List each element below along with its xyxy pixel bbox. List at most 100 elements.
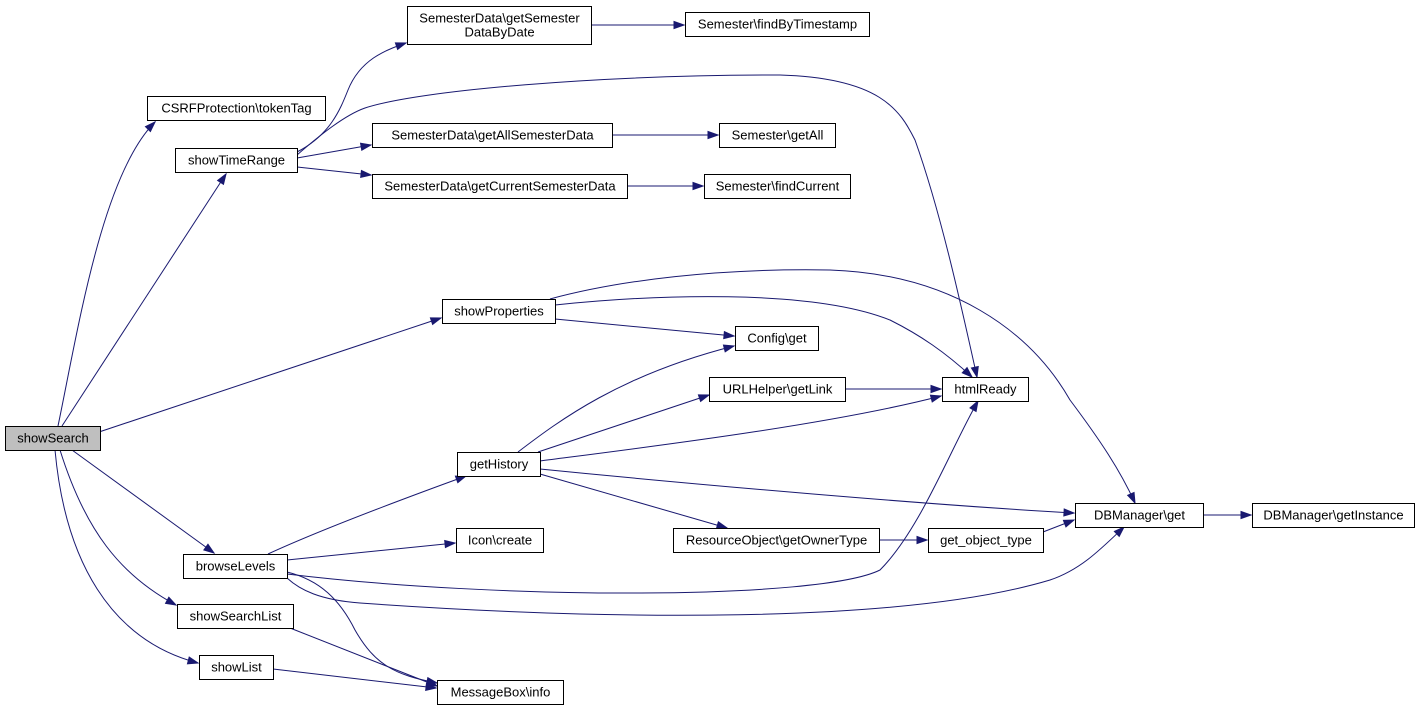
arrowhead <box>216 172 227 186</box>
node-semGetAllSemesterData[interactable]: SemesterData\getAllSemesterData <box>372 123 613 148</box>
edge-browseLevels-to-dbManagerGet <box>286 525 1126 616</box>
edge-showProperties-to-dbManagerGet <box>549 269 1136 505</box>
node-box <box>407 6 592 45</box>
edge-semGetCurrentSemesterData-to-semesterFindCurrent <box>627 181 705 191</box>
edge-showSearch-to-showSearchList <box>59 449 178 606</box>
node-label: showTimeRange <box>188 153 285 168</box>
node-label: ResourceObject\getOwnerType <box>686 533 867 548</box>
edge-showSearch-to-csrfTokenTag <box>57 120 157 427</box>
edge-showProperties-to-configGet <box>554 318 736 340</box>
node-messageBoxInfo[interactable]: MessageBox\info <box>437 680 564 705</box>
edge-browseLevels-to-htmlReady <box>286 399 979 594</box>
edge-dbManagerGet-to-dbManagerGetInstance <box>1203 510 1253 520</box>
edge-line <box>549 269 1136 504</box>
node-getObjectType[interactable]: get_object_type <box>928 528 1044 553</box>
node-dbManagerGetInstance[interactable]: DBManager\getInstance <box>1252 503 1415 528</box>
edge-line <box>286 542 456 561</box>
edge-line <box>98 317 442 433</box>
arrowhead <box>697 394 711 403</box>
arrowhead <box>359 142 373 151</box>
node-semesterGetAll[interactable]: Semester\getAll <box>719 123 836 148</box>
edge-showSearchList-to-messageBoxInfo <box>289 627 439 687</box>
node-box <box>709 377 846 402</box>
edge-line <box>539 468 1075 514</box>
node-box <box>735 326 819 351</box>
node-label: htmlReady <box>954 382 1017 397</box>
edge-getHistory-to-dbManagerGet <box>539 468 1076 517</box>
node-box <box>372 123 613 148</box>
arrowhead <box>186 656 200 665</box>
arrowhead <box>1113 525 1126 538</box>
node-box <box>147 96 326 121</box>
edge-line <box>554 296 973 378</box>
node-box <box>437 680 564 705</box>
edge-line <box>296 74 978 378</box>
node-label: get_object_type <box>940 533 1032 548</box>
node-label: Semester\findCurrent <box>716 179 840 194</box>
arrowhead <box>454 475 468 484</box>
node-csrfTokenTag[interactable]: CSRFProtection\tokenTag <box>147 96 326 121</box>
node-label: DBManager\getInstance <box>1263 508 1403 523</box>
edge-browseLevels-to-getHistory <box>267 475 468 555</box>
node-showTimeRange[interactable]: showTimeRange <box>175 148 298 173</box>
node-browseLevels[interactable]: browseLevels <box>183 554 288 579</box>
edge-browseLevels-to-iconCreate <box>286 539 457 561</box>
edge-line <box>57 121 156 427</box>
node-label: Config\get <box>747 331 807 346</box>
node-showSearchList[interactable]: showSearchList <box>177 604 294 629</box>
node-htmlReady[interactable]: htmlReady <box>942 377 1029 402</box>
edge-line <box>517 345 735 453</box>
node-box <box>177 604 294 629</box>
node-showSearch[interactable]: showSearch <box>5 426 101 451</box>
arrowhead <box>144 120 157 133</box>
edge-resourceObjectGetOwnerType-to-getObjectType <box>879 535 929 545</box>
edge-line <box>59 449 177 606</box>
node-box <box>1252 503 1415 528</box>
node-showProperties[interactable]: showProperties <box>442 299 556 324</box>
edge-semGetAllSemesterData-to-semesterGetAll <box>612 130 720 140</box>
node-urlHelperGetLink[interactable]: URLHelper\getLink <box>709 377 846 402</box>
node-label: DBManager\get <box>1094 508 1185 523</box>
node-label: SemesterData\getAllSemesterData <box>391 128 594 143</box>
node-configGet[interactable]: Config\get <box>735 326 819 351</box>
arrowhead <box>722 344 736 353</box>
arrowhead <box>692 181 705 191</box>
edge-showTimeRange-to-semGetAllSemesterData <box>296 142 373 159</box>
node-label: MessageBox\info <box>451 685 551 700</box>
node-box <box>1075 503 1204 528</box>
node-semFindByTimestamp[interactable]: Semester\findByTimestamp <box>685 12 870 37</box>
node-box <box>704 174 851 199</box>
node-box <box>719 123 836 148</box>
edge-line <box>286 400 979 594</box>
edge-showProperties-to-htmlReady <box>554 296 974 379</box>
node-box <box>457 452 541 477</box>
edge-line <box>286 526 1125 616</box>
edge-showTimeRange-to-htmlReady <box>296 74 979 379</box>
node-showList[interactable]: showList <box>199 655 274 680</box>
node-box <box>942 377 1029 402</box>
arrowhead <box>1240 510 1253 520</box>
node-label: CSRFProtection\tokenTag <box>161 101 311 116</box>
node-semesterFindCurrent[interactable]: Semester\findCurrent <box>704 174 851 199</box>
edge-showSearch-to-showProperties <box>98 317 443 433</box>
node-dbManagerGet[interactable]: DBManager\get <box>1075 503 1204 528</box>
edge-line <box>54 449 199 664</box>
node-box <box>685 12 870 37</box>
edge-browseLevels-to-messageBoxInfo <box>286 571 439 686</box>
node-iconCreate[interactable]: Icon\create <box>456 528 544 553</box>
edge-showSearch-to-showTimeRange <box>61 172 227 427</box>
edge-line <box>286 571 438 684</box>
node-semGetCurrentSemesterData[interactable]: SemesterData\getCurrentSemesterData <box>372 174 628 199</box>
arrowhead <box>673 20 686 30</box>
edge-showList-to-messageBoxInfo <box>272 668 438 691</box>
node-label: SemesterData\getCurrentSemesterData <box>384 179 616 194</box>
node-getHistory[interactable]: getHistory <box>457 452 541 477</box>
node-resourceObjectGetOwnerType[interactable]: ResourceObject\getOwnerType <box>673 528 880 553</box>
node-box <box>5 426 101 451</box>
node-label: Semester\findByTimestamp <box>698 17 857 32</box>
node-label: SemesterData\getSemester <box>419 11 580 26</box>
node-box <box>456 528 544 553</box>
edge-line <box>71 449 215 554</box>
arrowhead <box>969 399 979 413</box>
